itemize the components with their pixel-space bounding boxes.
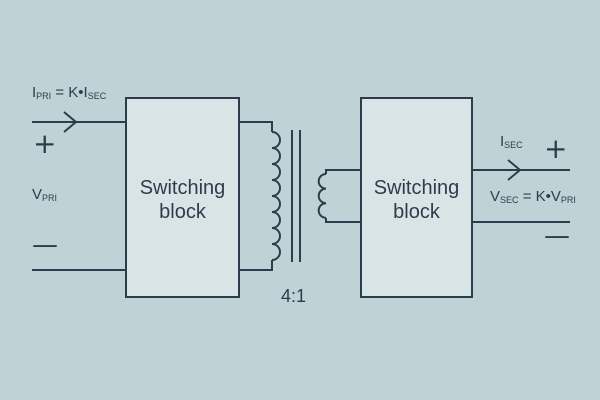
primary-plus-sign: + — [33, 127, 57, 160]
primary-current-label: IPRI = K•ISEC — [32, 84, 107, 101]
secondary-winding-lead-top — [325, 169, 361, 174]
secondary-voltage-label: VSEC = K•VPRI — [490, 188, 576, 205]
switching-block-secondary — [360, 97, 473, 298]
primary-voltage-label: VPRI — [32, 186, 58, 203]
primary-current-arrow — [63, 111, 78, 133]
secondary-current-label: ISEC — [500, 133, 523, 150]
transformer-ratio: 4:1 — [281, 286, 307, 306]
switching-block-primary — [125, 97, 240, 298]
secondary-current-arrow — [507, 159, 522, 181]
secondary-minus-sign: — — [544, 221, 570, 251]
secondary-winding-lead-bottom — [325, 218, 361, 223]
primary-winding-lead-top — [239, 121, 273, 132]
secondary-winding-coil — [317, 173, 327, 219]
primary-minus-sign: — — [32, 230, 58, 260]
primary-winding-lead-bottom — [239, 260, 273, 271]
primary-winding-coil — [271, 131, 281, 261]
secondary-plus-sign: + — [544, 132, 568, 165]
